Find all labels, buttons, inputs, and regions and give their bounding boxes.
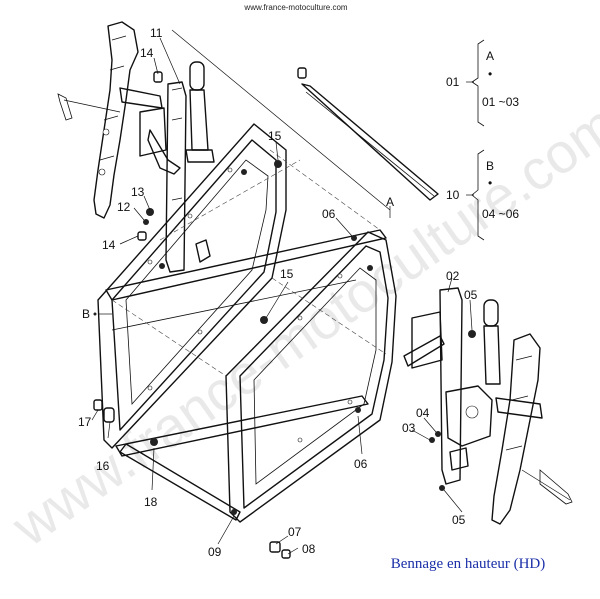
source-url: www.france-motoculture.com	[243, 3, 347, 12]
legend-01-number: 01	[446, 75, 460, 89]
callout-11: 11	[150, 26, 163, 40]
slide-rail	[297, 67, 439, 201]
legend-01-range: 01 ~03	[482, 95, 519, 109]
legend-10-number: 10	[446, 188, 460, 202]
callout-B: B	[82, 307, 90, 321]
callout-16: 16	[96, 459, 110, 473]
callout-15-mid: 15	[280, 267, 294, 281]
legend-10-range: 04 ~06	[482, 207, 519, 221]
callout-13: 13	[131, 185, 145, 199]
callout-03: 03	[402, 421, 416, 435]
callout-05-top: 05	[464, 288, 478, 302]
right-hydraulic-cylinder	[403, 287, 501, 485]
legend-01-letter: A	[486, 49, 494, 63]
callout-17: 17	[78, 415, 92, 429]
callout-09: 09	[208, 545, 222, 559]
callout-02: 02	[446, 269, 460, 283]
callout-14-mid: 14	[102, 238, 116, 252]
left-hinge-bracket	[57, 21, 163, 219]
callout-04: 04	[416, 406, 430, 420]
callout-18: 18	[144, 495, 158, 509]
callout-05-bottom: 05	[452, 513, 466, 527]
watermark-text: www.france-motoculture.com	[0, 92, 600, 558]
legend-01-dot: •	[488, 67, 492, 81]
legend-group-10: 10 B • 04 ~06	[446, 149, 519, 241]
callout-15-top: 15	[268, 129, 282, 143]
cab-frame	[97, 123, 397, 523]
callout-14-top: 14	[140, 46, 154, 60]
callout-08: 08	[302, 542, 316, 556]
callout-06-bottom: 06	[354, 457, 368, 471]
callout-12: 12	[117, 200, 131, 214]
callout-A: A	[386, 195, 394, 209]
diagram-caption: Bennage en hauteur (HD)	[391, 556, 546, 572]
callout-labels: 11 14 15 13 12 14 06 A 15 B 02 05 04 03 …	[78, 26, 478, 559]
right-hinge-bracket	[491, 333, 573, 525]
callout-06-top: 06	[322, 207, 336, 221]
legend-10-dot: •	[488, 176, 492, 190]
legend-10-letter: B	[486, 159, 494, 173]
left-hydraulic-cylinder	[139, 61, 215, 273]
leader-lines	[91, 29, 473, 555]
callout-07: 07	[288, 525, 302, 539]
legend-group-01: 01 A • 01 ~03	[446, 39, 519, 127]
